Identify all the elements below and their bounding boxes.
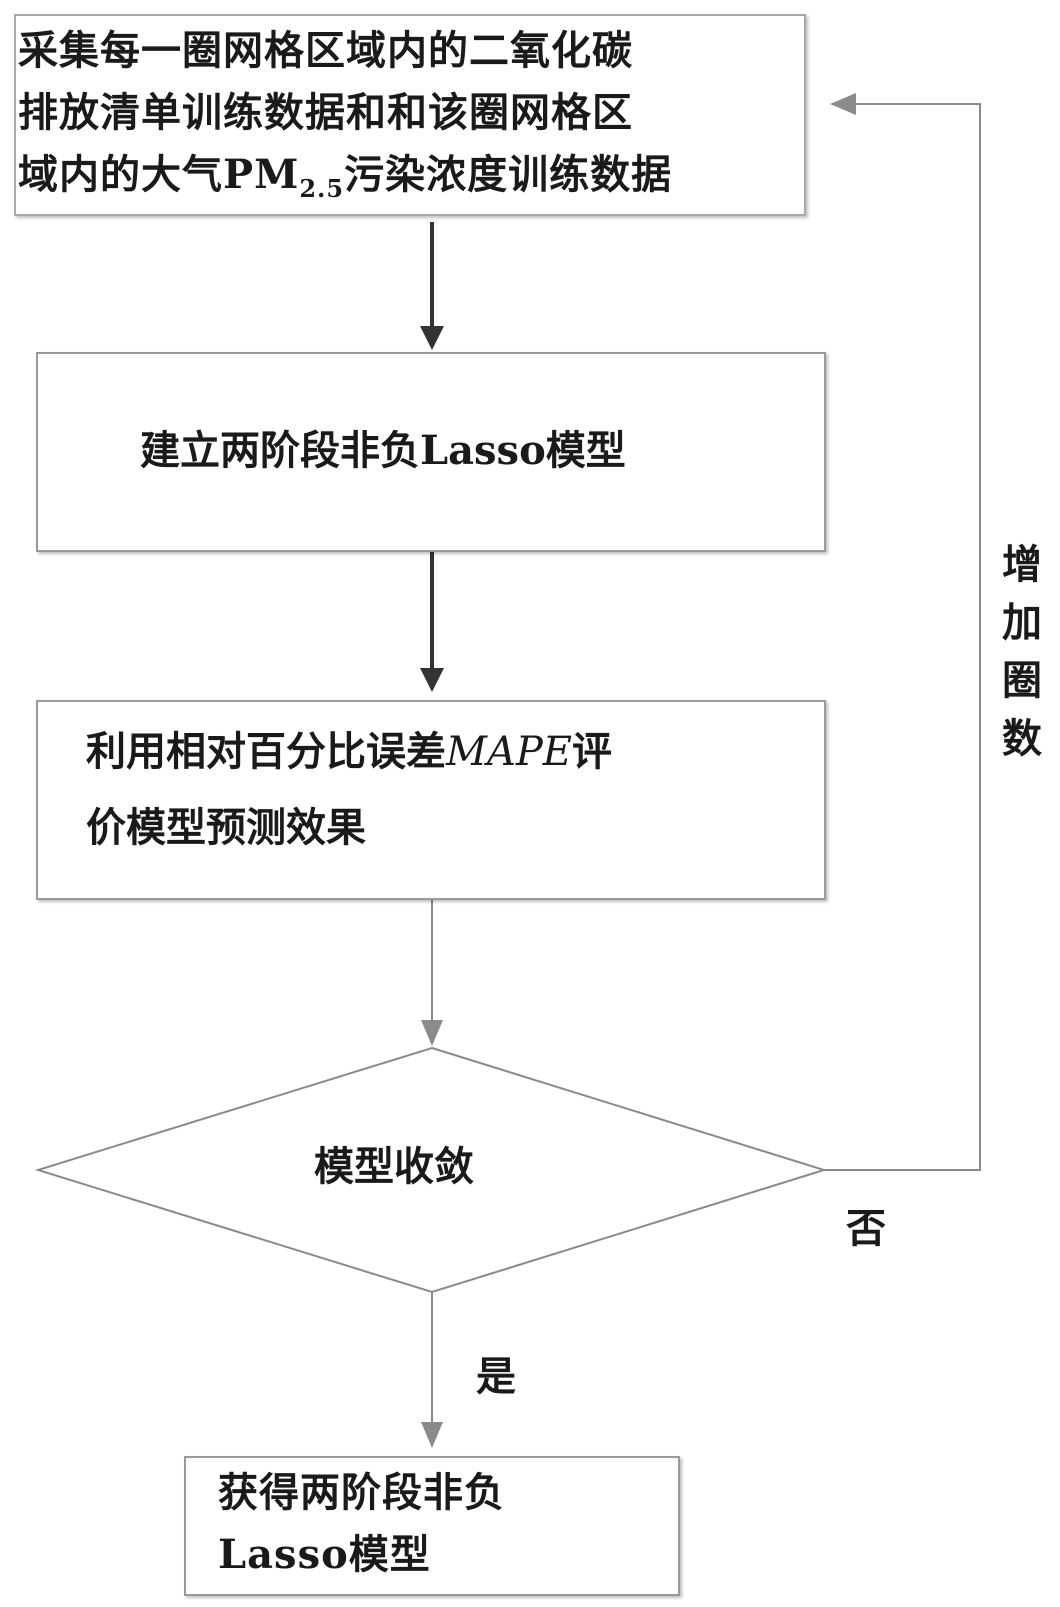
loop-label-char-4: 数 (1002, 715, 1042, 762)
collect-line-3: 域内的大气PM2.5污染浓度训练数据 (18, 144, 672, 220)
mape-term: MAPE (446, 729, 572, 775)
arrowhead-loop (830, 93, 856, 115)
decision-text: 模型收敛 (314, 1143, 474, 1190)
collect-line-3-post: 污染浓度训练数据 (344, 151, 673, 198)
collect-data-text: 采集每一圈网格区域内的二氧化碳 排放清单训练数据和和该圈网格区 域内的大气PM2… (18, 20, 672, 220)
evaluate-line-1: 利用相对百分比误差MAPE评 (86, 714, 612, 790)
result-text: 获得两阶段非负 Lasso模型 (218, 1462, 505, 1586)
loop-label-char-3: 圈 (1002, 657, 1042, 704)
arrow-loop-back (824, 103, 981, 1171)
yes-label: 是 (476, 1353, 516, 1400)
evaluate-text: 利用相对百分比误差MAPE评 价模型预测效果 (86, 714, 612, 866)
loop-label-char-2: 加 (1002, 599, 1042, 646)
evaluate-line-1-pre: 利用相对百分比误差 (86, 728, 446, 775)
collect-line-1: 采集每一圈网格区域内的二氧化碳 (18, 27, 633, 74)
evaluate-line-1-post: 评 (571, 728, 612, 775)
arrowhead-evaluate (420, 668, 444, 692)
loop-label-char-1: 增 (1002, 541, 1042, 588)
build-model-box (36, 352, 826, 552)
pm-subscript: 2.5 (299, 174, 345, 203)
arrowhead-build (420, 326, 444, 350)
evaluate-box (36, 700, 826, 900)
evaluate-line-2: 价模型预测效果 (86, 804, 366, 851)
no-label: 否 (846, 1205, 886, 1252)
result-line-2: Lasso模型 (218, 1531, 431, 1578)
arrowhead-decision (421, 1020, 443, 1046)
loop-label: 增 加 圈 数 (998, 536, 1046, 768)
collect-line-3-pre: 域内的大气PM (18, 151, 300, 198)
result-line-1: 获得两阶段非负 (218, 1469, 505, 1516)
collect-data-box (14, 14, 806, 216)
collect-line-2: 排放清单训练数据和和该圈网格区 (18, 89, 633, 136)
arrowhead-result (421, 1422, 443, 1448)
build-model-text: 建立两阶段非负Lasso模型 (140, 427, 626, 474)
result-box (184, 1456, 680, 1596)
